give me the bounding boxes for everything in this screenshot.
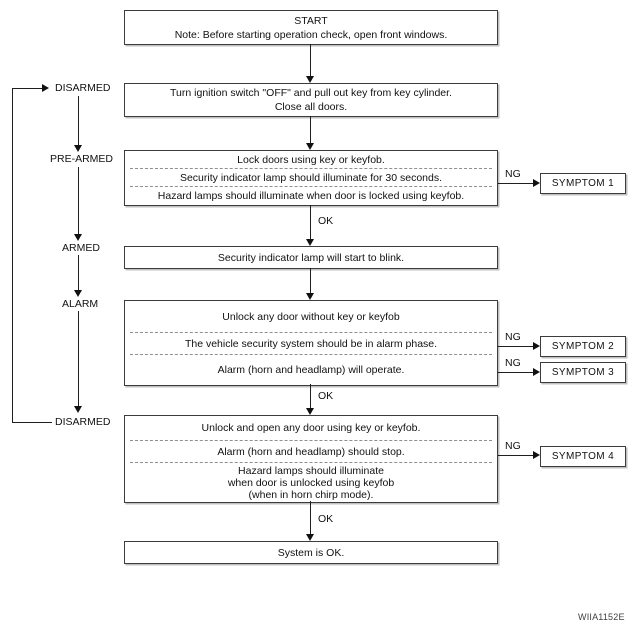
figure-code: WIIA1152E [578, 612, 625, 622]
state-armed: ARMED [62, 242, 100, 254]
ng-1-line [498, 183, 533, 184]
dashed-separator [130, 186, 492, 187]
connector-2-head-icon [306, 143, 314, 150]
connector-1-line [310, 44, 311, 76]
state-disarmed-top: DISARMED [55, 82, 111, 94]
state-arrow-2-head-icon [74, 234, 82, 241]
lock-row-1: Lock doors using key or keyfob. [237, 153, 385, 166]
ng-1-head-icon [533, 179, 540, 187]
ng-2-head-icon [533, 342, 540, 350]
ok-label-1: OK [318, 215, 334, 227]
ng-4-head-icon [533, 451, 540, 459]
disarm-check-row-3-line-2: when door is unlocked using keyfob [227, 476, 395, 489]
blink-line-1: Security indicator lamp will start to bl… [217, 251, 405, 264]
ok-label-3: OK [318, 513, 334, 525]
state-arrow-3-line [78, 255, 79, 290]
disarm-check-row-2: Alarm (horn and headlamp) should stop. [217, 445, 405, 458]
box-start: START Note: Before starting operation ch… [124, 10, 498, 45]
connector-6-head-icon [306, 534, 314, 541]
connector-1-head-icon [306, 76, 314, 83]
state-arrow-3-head-icon [74, 290, 82, 297]
state-arrow-1-line [78, 96, 79, 145]
ng-label-3: NG [505, 357, 521, 369]
ng-label-4: NG [505, 440, 521, 452]
dashed-separator [130, 440, 492, 441]
connector-2-line [310, 116, 311, 143]
ng-4-line [498, 455, 533, 456]
ignition-line-2: Close all doors. [274, 101, 348, 113]
ng-label-2: NG [505, 331, 521, 343]
loop-return-bottom-hline [12, 422, 52, 423]
system-ok-line: System is OK. [277, 546, 345, 559]
lock-row-2: Security indicator lamp should illuminat… [179, 171, 443, 184]
connector-3-line [310, 205, 311, 239]
start-note: Note: Before starting operation check, o… [174, 28, 448, 41]
loop-return-vline [12, 88, 13, 422]
connector-5-line [310, 384, 311, 408]
dashed-separator [130, 168, 492, 169]
box-symptom-2: SYMPTOM 2 [540, 336, 626, 357]
box-lock-doors: Lock doors using key or keyfob. Security… [124, 150, 498, 206]
box-alarm-check: Unlock any door without key or keyfob Th… [124, 300, 498, 386]
ng-3-line [498, 372, 533, 373]
ng-label-1: NG [505, 168, 521, 180]
lock-row-3: Hazard lamps should illuminate when door… [157, 190, 465, 202]
connector-5-head-icon [306, 408, 314, 415]
disarm-check-row-3-line-3: (when in horn chirp mode). [248, 488, 374, 501]
state-alarm: ALARM [62, 298, 99, 310]
disarm-check-row-1: Unlock and open any door using key or ke… [201, 422, 421, 434]
box-symptom-3: SYMPTOM 3 [540, 362, 626, 383]
state-disarmed-bottom: DISARMED [55, 416, 111, 428]
ignition-line-1: Turn ignition switch "OFF" and pull out … [170, 87, 452, 99]
connector-4-line [310, 268, 311, 293]
box-system-ok: System is OK. [124, 541, 498, 564]
alarm-check-row-3: Alarm (horn and headlamp) will operate. [217, 364, 405, 376]
connector-3-head-icon [306, 239, 314, 246]
box-symptom-4: SYMPTOM 4 [540, 446, 626, 467]
box-indicator-blink: Security indicator lamp will start to bl… [124, 246, 498, 269]
loop-return-top-hline [12, 88, 43, 89]
alarm-check-row-2: The vehicle security system should be in… [184, 337, 438, 350]
dashed-separator [130, 462, 492, 463]
state-arrow-2-line [78, 167, 79, 234]
start-title: START [294, 14, 328, 27]
state-arrow-4-head-icon [74, 406, 82, 413]
state-arrow-1-head-icon [74, 145, 82, 152]
box-symptom-1: SYMPTOM 1 [540, 173, 626, 194]
connector-6-line [310, 501, 311, 534]
dashed-separator [130, 332, 492, 333]
state-arrow-4-line [78, 311, 79, 406]
ok-label-2: OK [318, 390, 334, 402]
loop-arrow-right-icon [42, 84, 49, 92]
connector-4-head-icon [306, 293, 314, 300]
alarm-check-row-1: Unlock any door without key or keyfob [222, 310, 400, 323]
ng-3-head-icon [533, 368, 540, 376]
dashed-separator [130, 354, 492, 355]
box-ignition-off: Turn ignition switch "OFF" and pull out … [124, 83, 498, 117]
ng-2-line [498, 346, 533, 347]
disarm-check-row-3: Hazard lamps should illuminate when door… [125, 463, 497, 502]
box-disarm-check: Unlock and open any door using key or ke… [124, 415, 498, 503]
disarm-check-row-3-line-1: Hazard lamps should illuminate [238, 464, 384, 477]
state-pre-armed: PRE-ARMED [50, 153, 114, 165]
